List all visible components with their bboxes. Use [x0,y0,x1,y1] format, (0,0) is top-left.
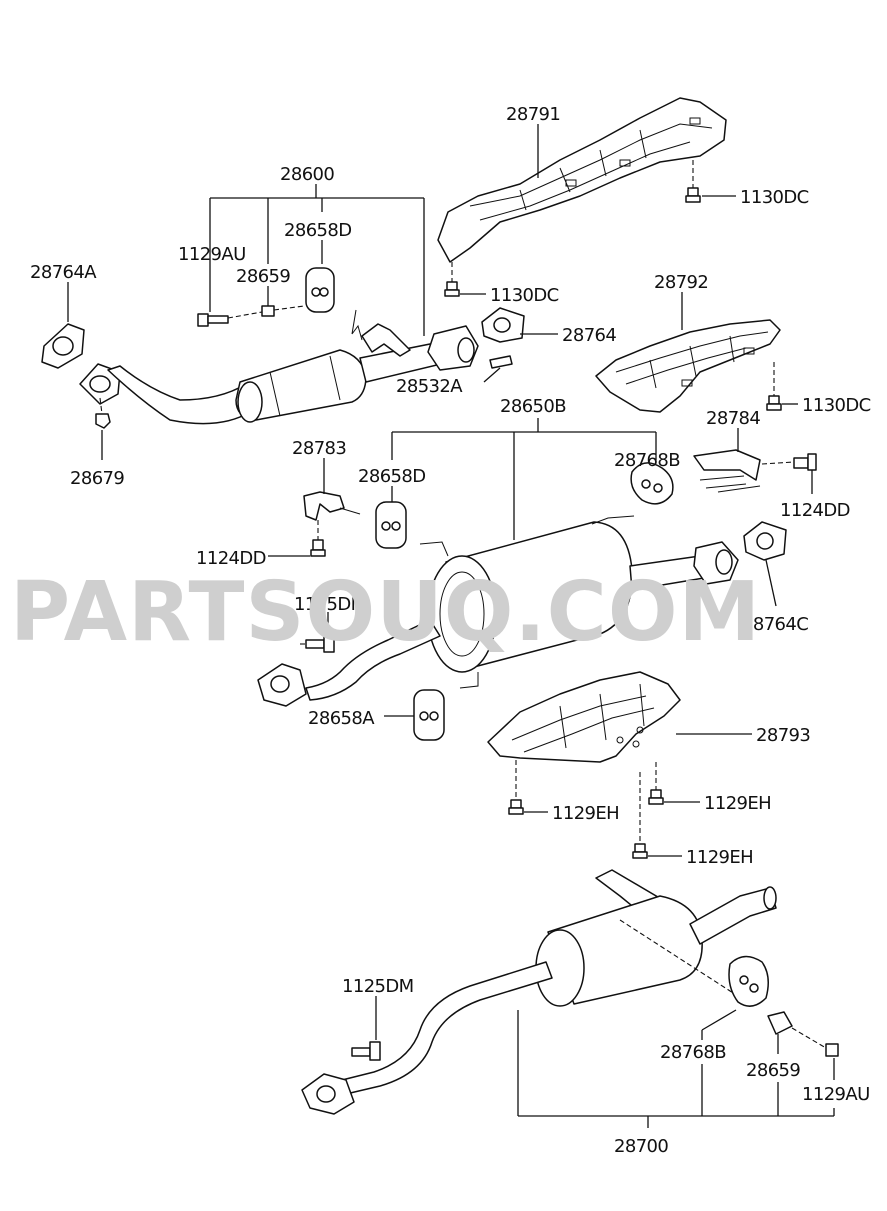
gasket-28764c-icon [743,521,787,561]
watermark-text: PARTSOUQ.COM [10,565,761,660]
hanger-28658d-a-icon [305,267,335,313]
bolt-1125dm-a-icon [305,633,335,653]
heat-protector-28792-drawing [595,319,781,413]
label-28791[interactable]: 28791 [506,104,561,125]
heat-protector-28791-drawing [437,97,727,263]
center-muffler-28650b-drawing [257,515,739,707]
bolt-1130dc-c-icon [766,395,782,411]
label-28783[interactable]: 28783 [292,438,347,459]
label-1130dc-a[interactable]: 1130DC [740,187,809,208]
bolt-1129eh-b-icon [648,789,664,805]
label-28768b-a[interactable]: 28768B [614,450,681,471]
label-1130dc-b[interactable]: 1130DC [490,285,559,306]
bracket-28700 [517,1010,835,1128]
label-28658a[interactable]: 28658A [308,708,376,729]
gasket-28764-icon [481,307,525,343]
front-pipe-28600-drawing [79,309,479,425]
collar-28659-a-icon [261,305,275,317]
gasket-28764a-icon [41,323,85,369]
bracket-28783-icon [303,491,361,521]
heat-protector-28793-drawing [487,671,681,763]
bolt-1125dm-b-icon [351,1041,381,1061]
main-muffler-28700-drawing [301,869,777,1115]
label-1124dd-a[interactable]: 1124DD [196,548,267,569]
bolt-1129eh-a-icon [508,799,524,815]
bolt-1129au-b-icon [825,1043,839,1057]
label-28659-a[interactable]: 28659 [236,266,291,287]
label-28768b-b[interactable]: 28768B [660,1042,727,1063]
bracket-28600 [209,184,425,336]
label-28650b[interactable]: 28650B [500,396,567,417]
label-28600[interactable]: 28600 [280,164,335,185]
label-28764a[interactable]: 28764A [30,262,98,283]
label-28658d-a[interactable]: 28658D [284,220,352,241]
label-1125dm-b[interactable]: 1125DM [342,976,414,997]
bolt-1129eh-c-icon [632,843,648,859]
label-1129eh-b[interactable]: 1129EH [704,793,772,814]
hanger-28768b-a-icon [630,462,674,505]
bracket-28650b [391,418,657,540]
label-1129eh-a[interactable]: 1129EH [552,803,620,824]
label-28764[interactable]: 28764 [562,325,617,346]
label-28764c[interactable]: 28764C [742,614,809,635]
nut-28679-icon [95,413,111,429]
label-1129au-a[interactable]: 1129AU [178,244,246,265]
bolt-1129au-a-icon [197,313,229,327]
label-28658d-b[interactable]: 28658D [358,466,426,487]
bolt-28532a-icon [489,355,513,369]
label-28784[interactable]: 28784 [706,408,761,429]
hanger-28658d-b-icon [375,501,407,549]
label-28700[interactable]: 28700 [614,1136,669,1157]
label-28792[interactable]: 28792 [654,272,709,293]
collar-28659-b-icon [767,1011,793,1035]
bolt-1130dc-b-icon [444,281,460,297]
label-1124dd-b[interactable]: 1124DD [780,500,851,521]
bolt-1124dd-b-icon [793,453,817,471]
hanger-28768b-b-icon [728,955,769,1007]
hanger-28658a-icon [413,689,445,741]
bolt-1124dd-a-icon [310,539,326,557]
label-1130dc-c[interactable]: 1130DC [802,395,871,416]
label-28659-b[interactable]: 28659 [746,1060,801,1081]
label-1125dm-a[interactable]: 1125DM [294,594,366,615]
label-1129eh-c[interactable]: 1129EH [686,847,754,868]
label-28532a[interactable]: 28532A [396,376,464,397]
bolt-1130dc-a-icon [685,187,701,203]
label-28679[interactable]: 28679 [70,468,125,489]
label-1129au-b[interactable]: 1129AU [802,1084,870,1105]
label-28793[interactable]: 28793 [756,725,811,746]
bracket-28784-icon [693,449,761,493]
